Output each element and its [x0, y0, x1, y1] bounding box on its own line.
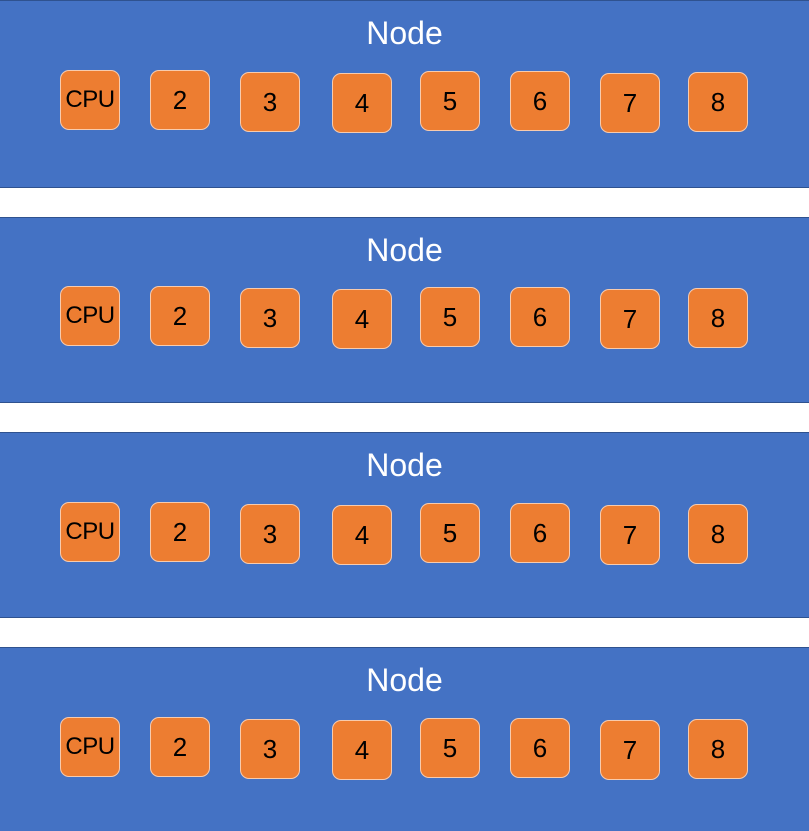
- core-7: 7: [600, 73, 660, 133]
- node-4: Node CPU 2 3 4 5 6 7 8: [0, 647, 809, 831]
- core-3: 3: [240, 72, 300, 132]
- core-4: 4: [332, 73, 392, 133]
- core-5: 5: [420, 503, 480, 563]
- core-2: 2: [150, 717, 210, 777]
- core-4: 4: [332, 289, 392, 349]
- core-7: 7: [600, 289, 660, 349]
- core-7: 7: [600, 505, 660, 565]
- core-cpu: CPU: [60, 70, 120, 130]
- node-title: Node: [366, 447, 443, 483]
- core-3: 3: [240, 504, 300, 564]
- node-title: Node: [366, 15, 443, 51]
- core-4: 4: [332, 720, 392, 780]
- node-title: Node: [366, 662, 443, 698]
- core-cpu: CPU: [60, 286, 120, 346]
- core-3: 3: [240, 719, 300, 779]
- core-8: 8: [688, 288, 748, 348]
- core-cpu: CPU: [60, 717, 120, 777]
- core-5: 5: [420, 718, 480, 778]
- core-7: 7: [600, 720, 660, 780]
- node-1: Node CPU 2 3 4 5 6 7 8: [0, 0, 809, 188]
- core-2: 2: [150, 502, 210, 562]
- core-6: 6: [510, 287, 570, 347]
- core-8: 8: [688, 72, 748, 132]
- node-3: Node CPU 2 3 4 5 6 7 8: [0, 432, 809, 618]
- core-6: 6: [510, 503, 570, 563]
- core-6: 6: [510, 71, 570, 131]
- core-6: 6: [510, 718, 570, 778]
- core-2: 2: [150, 286, 210, 346]
- core-8: 8: [688, 719, 748, 779]
- core-3: 3: [240, 288, 300, 348]
- core-2: 2: [150, 70, 210, 130]
- core-cpu: CPU: [60, 502, 120, 562]
- core-5: 5: [420, 71, 480, 131]
- node-title: Node: [366, 232, 443, 268]
- node-2: Node CPU 2 3 4 5 6 7 8: [0, 217, 809, 403]
- core-4: 4: [332, 505, 392, 565]
- core-5: 5: [420, 287, 480, 347]
- core-8: 8: [688, 504, 748, 564]
